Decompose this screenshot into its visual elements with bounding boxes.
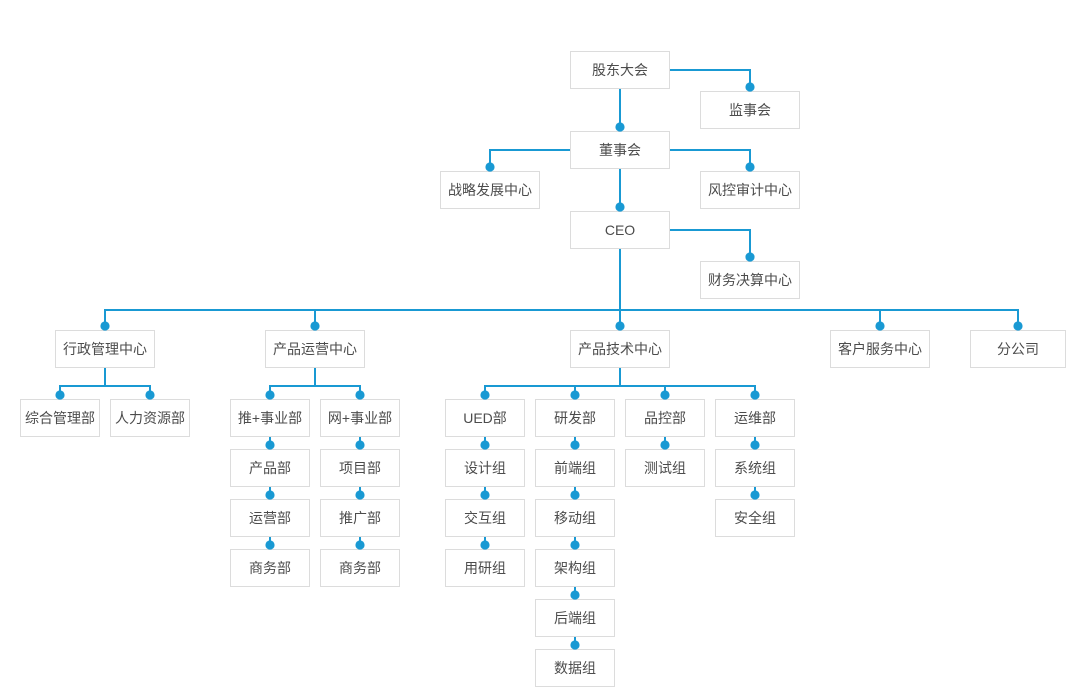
org-node-general-admin-dept: 综合管理部 xyxy=(20,399,100,437)
org-node-rd-dept: 研发部 xyxy=(535,399,615,437)
org-node-security-group: 安全组 xyxy=(715,499,795,537)
org-node-user-research-group: 用研组 xyxy=(445,549,525,587)
org-node-project-dept: 项目部 xyxy=(320,449,400,487)
org-node-qc-dept: 品控部 xyxy=(625,399,705,437)
org-node-operations-dept: 运营部 xyxy=(230,499,310,537)
org-node-ops-maintenance-dept: 运维部 xyxy=(715,399,795,437)
org-node-product-dept: 产品部 xyxy=(230,449,310,487)
org-node-ceo: CEO xyxy=(570,211,670,249)
org-node-board-of-directors: 董事会 xyxy=(570,131,670,169)
org-node-product-tech-center: 产品技术中心 xyxy=(570,330,670,368)
org-node-architecture-group: 架构组 xyxy=(535,549,615,587)
org-node-shareholders-meeting: 股东大会 xyxy=(570,51,670,89)
org-node-risk-audit-center: 风控审计中心 xyxy=(700,171,800,209)
org-node-design-group: 设计组 xyxy=(445,449,525,487)
org-node-data-group: 数据组 xyxy=(535,649,615,687)
org-node-customer-service-center: 客户服务中心 xyxy=(830,330,930,368)
org-node-business-dept-2: 商务部 xyxy=(320,549,400,587)
org-node-admin-center: 行政管理中心 xyxy=(55,330,155,368)
org-node-product-ops-center: 产品运营中心 xyxy=(265,330,365,368)
org-node-hr-dept: 人力资源部 xyxy=(110,399,190,437)
org-node-system-group: 系统组 xyxy=(715,449,795,487)
org-node-branch-company: 分公司 xyxy=(970,330,1066,368)
org-node-backend-group: 后端组 xyxy=(535,599,615,637)
org-node-strategy-center: 战略发展中心 xyxy=(440,171,540,209)
org-node-mobile-group: 移动组 xyxy=(535,499,615,537)
org-node-interaction-group: 交互组 xyxy=(445,499,525,537)
org-node-wang-business-division: 网+事业部 xyxy=(320,399,400,437)
org-node-finance-center: 财务决算中心 xyxy=(700,261,800,299)
org-node-testing-group: 测试组 xyxy=(625,449,705,487)
org-node-supervisory-board: 监事会 xyxy=(700,91,800,129)
org-node-ued-dept: UED部 xyxy=(445,399,525,437)
org-node-frontend-group: 前端组 xyxy=(535,449,615,487)
org-node-promotion-dept: 推广部 xyxy=(320,499,400,537)
org-node-business-dept-1: 商务部 xyxy=(230,549,310,587)
org-node-tui-business-division: 推+事业部 xyxy=(230,399,310,437)
